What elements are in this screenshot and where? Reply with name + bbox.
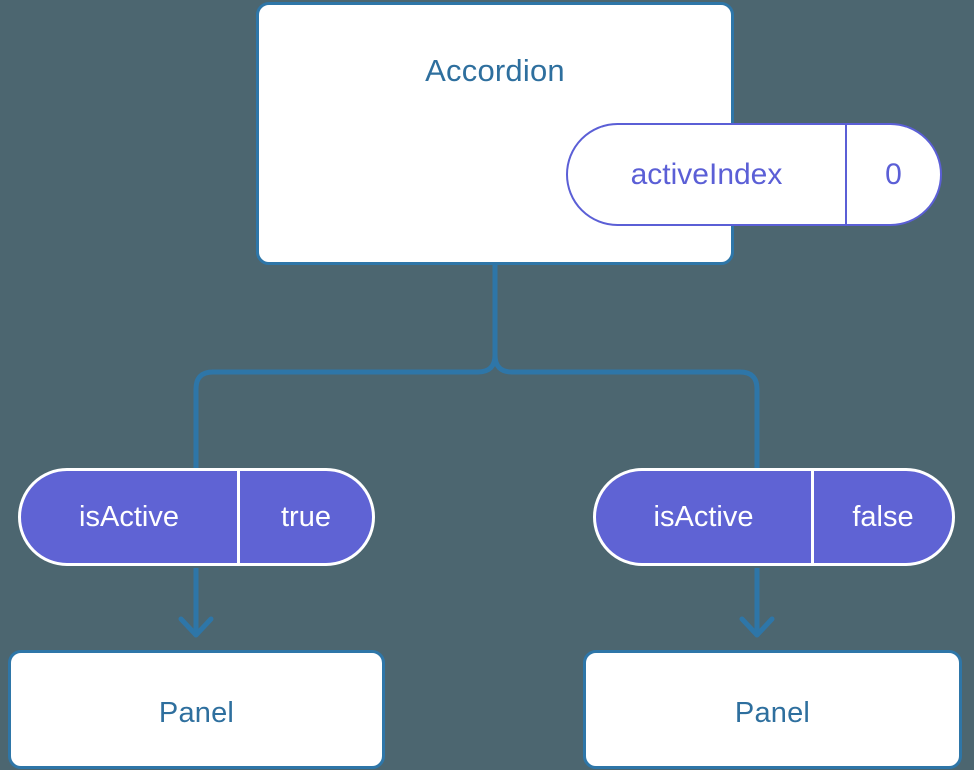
state-pill-active-index[interactable]: activeIndex 0 <box>566 123 942 226</box>
panel-node-right[interactable]: Panel <box>583 650 962 769</box>
arrow-left-head-icon <box>178 616 214 638</box>
panel-node-left[interactable]: Panel <box>8 650 385 769</box>
accordion-title: Accordion <box>425 53 565 88</box>
panel-title: Panel <box>158 697 235 729</box>
panel-title: Panel <box>734 697 811 729</box>
prop-pill-value: false <box>811 471 952 563</box>
connector-branch-left <box>193 354 498 468</box>
accordion-node[interactable]: Accordion activeIndex 0 <box>256 2 942 265</box>
prop-pill-value: true <box>237 471 372 563</box>
prop-pill-key: isActive <box>79 500 179 533</box>
state-pill-key: activeIndex <box>630 157 783 191</box>
state-pill-value: 0 <box>845 125 940 224</box>
arrow-right-head-icon <box>739 616 775 638</box>
prop-pill-is-active-left[interactable]: isActive true <box>18 468 375 566</box>
prop-pill-key: isActive <box>653 500 754 533</box>
connector-branch-right <box>492 354 760 468</box>
prop-pill-is-active-right[interactable]: isActive false <box>593 468 955 566</box>
